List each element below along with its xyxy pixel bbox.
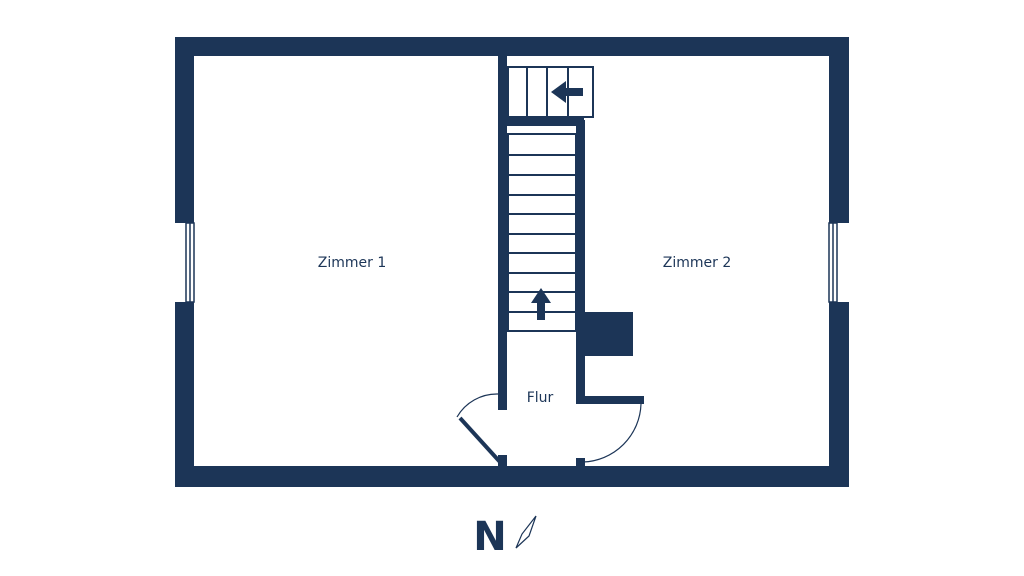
walls bbox=[175, 37, 849, 487]
window-right bbox=[828, 222, 838, 303]
door-jamb-left bbox=[498, 455, 507, 466]
wall-interior-right bbox=[576, 120, 585, 403]
room-label-flur: Flur bbox=[527, 390, 554, 406]
wall-right-lower bbox=[829, 302, 849, 487]
room-label-zimmer-2: Zimmer 2 bbox=[663, 255, 731, 271]
chimney bbox=[585, 312, 633, 356]
door-jamb-right bbox=[576, 458, 585, 466]
wall-bottom bbox=[175, 466, 849, 487]
arrow-left-icon bbox=[551, 81, 583, 103]
wall-left-lower bbox=[175, 302, 194, 487]
wall-top bbox=[175, 37, 849, 56]
wall-left-upper bbox=[175, 37, 194, 223]
door-right bbox=[582, 398, 642, 463]
north-label: N bbox=[473, 514, 506, 560]
room-label-zimmer-1: Zimmer 1 bbox=[318, 255, 386, 271]
compass-needle-icon bbox=[515, 515, 537, 549]
stair-landing-ledge bbox=[507, 118, 584, 126]
window-left bbox=[185, 222, 195, 303]
wall-right-upper bbox=[829, 37, 849, 223]
door-left bbox=[456, 393, 499, 418]
arrow-up-icon bbox=[531, 288, 551, 320]
wall-interior-left bbox=[498, 56, 507, 410]
door-left-leaf bbox=[458, 416, 502, 464]
wall-hall-return bbox=[576, 396, 644, 404]
